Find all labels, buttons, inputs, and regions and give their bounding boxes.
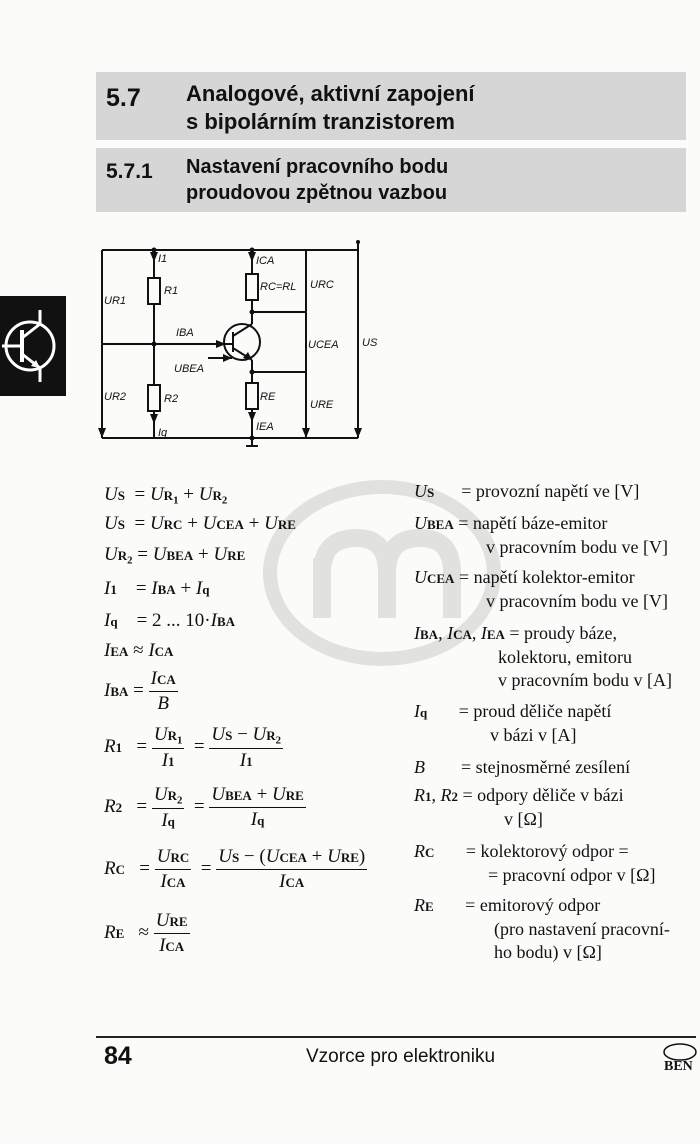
legend-b: B = stejnosměrné zesílení <box>414 757 631 777</box>
legend-ubea-text1: = napětí báze-emitor <box>458 513 608 533</box>
legend-re-text2: (pro nastavení pracovní- <box>494 919 670 939</box>
footer-title: Vzorce pro elektroniku <box>306 1046 496 1067</box>
subsection-title-line2: proudovou zpětnou vazbou <box>186 182 448 204</box>
legend-iq: Iq = proud děliče napětí v bázi v [A] <box>414 701 612 745</box>
equation-i1: I1 = IBA + Iq <box>104 578 210 599</box>
label-re: RE <box>260 391 276 403</box>
section-title-line1: Analogové, aktivní zapojení <box>186 81 475 106</box>
legend-currents: IBA, ICA, IEA = proudy báze, kolektoru, … <box>414 623 672 690</box>
watermark-logo <box>263 480 501 666</box>
legend-ucea: UCEA = napětí kolektor-emitor v pracovní… <box>414 567 668 611</box>
equation-us-sum: US = URC + UCEA + URE <box>104 513 296 534</box>
circuit-diagram: I1 R1 UR1 ICA RC=RL URC IBA UCEA US UBEA… <box>98 240 378 447</box>
subsection-title-line1: Nastavení pracovního bodu <box>186 156 449 178</box>
publisher-badge-icon: BEN <box>663 1043 697 1074</box>
label-ur2: UR2 <box>104 391 126 403</box>
legend-re-text3: ho bodu) v [Ω] <box>494 942 602 962</box>
legend-ubea: UBEA = napětí báze-emitor v pracovním bo… <box>414 513 668 557</box>
transistor-icon <box>2 310 56 382</box>
label-iq: Iq <box>158 427 168 439</box>
page-number: 84 <box>104 1042 132 1070</box>
legend-r12: R1, R2 = odpory děliče v bázi v [Ω] <box>414 785 624 829</box>
label-ure: URE <box>310 399 334 411</box>
section-title: Analogové, aktivní zapojení s bipolárním… <box>186 80 475 136</box>
section-header <box>96 72 686 140</box>
equation-us-r: US = UR1 + UR2 <box>104 484 227 507</box>
legend-ucea-text1: = napětí kolektor-emitor <box>458 567 635 587</box>
legend-ucea-text2: v pracovním bodu ve [V] <box>486 591 668 611</box>
legend-currents-text2: kolektoru, emitoru <box>498 647 632 667</box>
label-ubea: UBEA <box>174 363 204 375</box>
equation-iea: IEA ≈ ICA <box>104 640 174 661</box>
label-urc: URC <box>310 279 334 291</box>
footer-rule <box>96 1036 696 1038</box>
section-title-line2: s bipolárním tranzistorem <box>186 109 455 134</box>
eq5-range: = 2 ... 10· <box>136 610 211 631</box>
label-iea: IEA <box>256 421 274 433</box>
equation-ur2: UR2 = UBEA + URE <box>104 544 246 567</box>
legend-ubea-text2: v pracovním bodu ve [V] <box>486 537 668 557</box>
label-ur1: UR1 <box>104 295 126 307</box>
publisher-logo: BEN <box>660 1040 700 1076</box>
logo-text: BEN <box>664 1059 693 1074</box>
eq1: US = UR1 + UR2 <box>104 484 228 507</box>
legend-b-text: = stejnosměrné zesílení <box>461 757 631 777</box>
label-r1: R1 <box>164 285 178 297</box>
legend-re: RE = emitorový odpor (pro nastavení prac… <box>414 895 670 962</box>
legend-r12-text2: v [Ω] <box>504 809 543 829</box>
legend-us: US = provozní napětí ve [V] <box>414 481 640 501</box>
subsection-number: 5.7.1 <box>106 160 153 183</box>
legend-rc: RC = kolektorový odpor = = pracovní odpo… <box>414 841 656 885</box>
label-iba: IBA <box>176 327 194 339</box>
label-r2: R2 <box>164 393 178 405</box>
legend-re-text1: = emitorový odpor <box>465 895 601 915</box>
equation-iq: Iq = 2 ... 10·IBA <box>104 610 235 631</box>
label-rc: RC=RL <box>260 281 296 293</box>
legend-rc-text2: = pracovní odpor v [Ω] <box>488 865 656 885</box>
label-us: US <box>362 337 378 349</box>
legend-us-text: = provozní napětí ve [V] <box>461 481 640 501</box>
legend-currents-text1: = proudy báze, <box>509 623 618 643</box>
legend-currents-text3: v pracovním bodu v [A] <box>498 670 672 690</box>
subsection-title: Nastavení pracovního bodu proudovou zpět… <box>186 154 448 206</box>
label-ucea: UCEA <box>308 339 339 351</box>
legend-iq-text1: = proud děliče napětí <box>458 701 612 721</box>
legend-rc-text1: = kolektorový odpor = <box>465 841 629 861</box>
label-i1: I1 <box>158 253 167 265</box>
legend-iq-text2: v bázi v [A] <box>490 725 577 745</box>
label-ica: ICA <box>256 255 274 267</box>
section-number: 5.7 <box>106 84 141 112</box>
chapter-tab <box>0 296 66 396</box>
subsection-header <box>96 148 686 212</box>
legend-r12-text1: = odpory děliče v bázi <box>462 785 624 805</box>
